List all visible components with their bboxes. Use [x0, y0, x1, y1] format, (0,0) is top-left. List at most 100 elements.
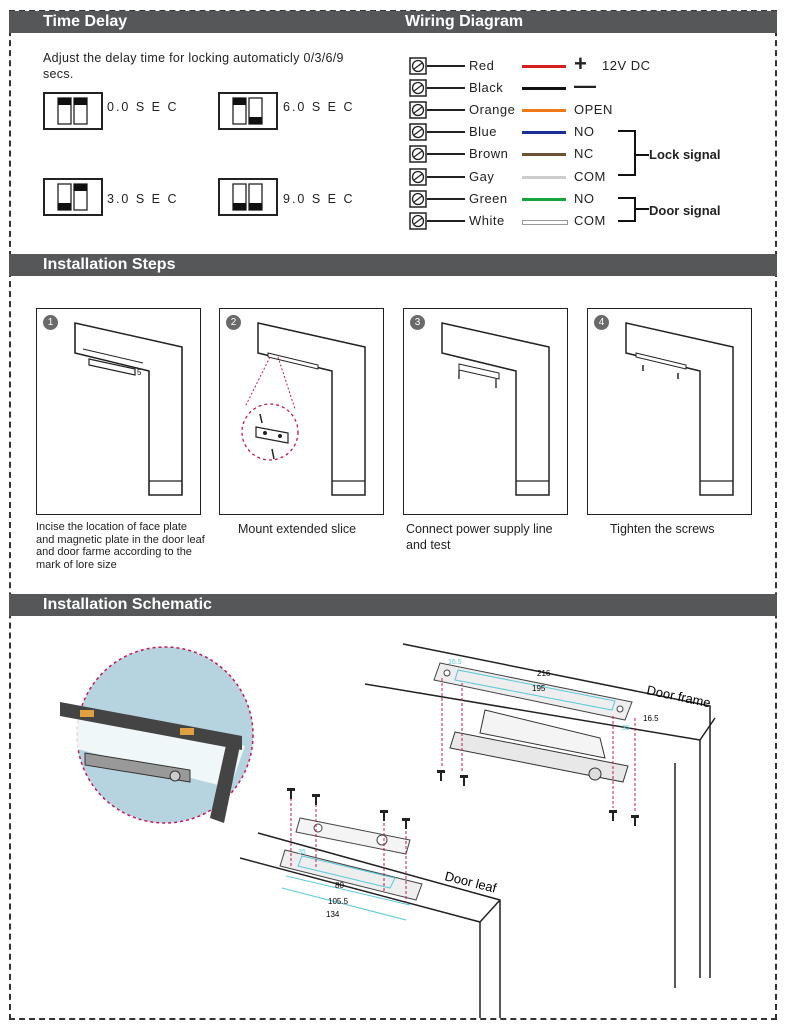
step-4-caption: Tighten the screws: [610, 522, 715, 536]
wire-color-swatch: [522, 153, 566, 156]
terminal-screw-icon: [409, 79, 427, 102]
setting-label-0sec: 0.0 S E C: [107, 100, 179, 114]
terminal-connector: [427, 220, 465, 222]
step-1-caption: Incise the location of face plate and ma…: [36, 521, 205, 571]
step-1-panel: 1 5: [36, 308, 201, 515]
terminal-screw-icon: [409, 123, 427, 146]
installation-steps-header: Installation Steps: [43, 256, 176, 273]
dip-switch-3sec: [43, 178, 103, 221]
door-frame-illustration: [625, 322, 734, 496]
top-header-bar: Time Delay Wiring Diagram: [9, 11, 777, 33]
signal-label: 12V DC: [602, 58, 651, 73]
svg-text:134: 134: [326, 910, 340, 919]
svg-text:195: 195: [532, 684, 546, 693]
dip-switch-icon: [218, 92, 278, 130]
wire-color-swatch: [522, 198, 566, 201]
time-delay-header: Time Delay: [43, 13, 128, 30]
leaf-screw-guides: [290, 798, 407, 903]
setting-label-9sec: 9.0 S E C: [283, 192, 355, 206]
terminal-connector: [427, 109, 465, 111]
signal-label: OPEN: [574, 102, 613, 117]
installation-schematic-bar: Installation Schematic: [9, 594, 777, 616]
lock-body: [449, 709, 629, 783]
terminal-screw-icon: [409, 190, 427, 213]
wire-color-swatch: [522, 131, 566, 134]
door-frame-illustration: [441, 322, 550, 496]
signal-label: COM: [574, 213, 606, 228]
signal-label: COM: [574, 169, 606, 184]
svg-text:80: 80: [335, 881, 344, 890]
wire-name-label: Red: [469, 58, 495, 73]
svg-text:35: 35: [622, 725, 630, 732]
svg-text:5: 5: [137, 368, 142, 377]
dip-switch-icon: [43, 178, 103, 216]
minus-icon: —: [574, 73, 596, 98]
terminal-screw-icon: [409, 101, 427, 124]
signal-brackets: [618, 130, 649, 222]
leaf-plate: [279, 817, 423, 921]
wire-name-label: Black: [469, 80, 504, 95]
setting-label-6sec: 6.0 S E C: [283, 100, 355, 114]
wire-color-swatch: [522, 176, 566, 179]
wire-name-label: Green: [469, 191, 508, 206]
lock-signal-label: Lock signal: [649, 147, 721, 162]
frame-screw-guides: [441, 678, 636, 813]
svg-text:16.5: 16.5: [448, 659, 462, 666]
svg-text:105.5: 105.5: [328, 897, 349, 906]
terminal-connector: [427, 176, 465, 178]
step-number: 4: [594, 315, 609, 330]
step-number: 2: [226, 315, 241, 330]
wire-name-label: White: [469, 213, 505, 228]
door-leaf-drawing: [239, 832, 501, 1018]
installation-schematic-drawing: Door frame 16.5 216 195 16.5 35 Door lea…: [50, 643, 716, 1018]
installation-steps-bar: Installation Steps: [9, 254, 777, 276]
wire-name-label: Gay: [469, 169, 495, 184]
installation-schematic-header: Installation Schematic: [43, 596, 212, 613]
door-frame-illustration: 5: [74, 322, 183, 496]
signal-label: NO: [574, 124, 595, 139]
step-2-panel: 2: [219, 308, 384, 515]
step-number: 1: [43, 315, 58, 330]
terminal-screw-icon: [409, 57, 427, 80]
step-2-caption: Mount extended slice: [238, 522, 357, 536]
terminal-connector: [427, 65, 465, 67]
zoom-detail-bubble: [50, 646, 254, 824]
wire-name-label: Orange: [469, 102, 516, 117]
signal-label: NC: [574, 146, 594, 161]
setting-label-3sec: 3.0 S E C: [107, 192, 179, 206]
step-3-caption: Connect power supply line and test: [406, 522, 553, 552]
svg-text:216: 216: [537, 669, 551, 678]
dip-switch-6sec: [218, 92, 278, 135]
dip-switch-icon: [218, 178, 278, 216]
terminal-screw-icon: [409, 168, 427, 191]
dip-switch-icon: [43, 92, 103, 130]
wiring-diagram-header: Wiring Diagram: [405, 13, 524, 30]
screw-icons: [287, 788, 410, 829]
wire-color-swatch: [522, 87, 566, 90]
wire-color-swatch: [522, 220, 568, 225]
step-4-panel: 4: [587, 308, 752, 515]
door-frame-drawing: [364, 643, 716, 988]
plus-icon: +: [574, 51, 587, 76]
terminal-screw-icon: [409, 145, 427, 168]
wire-name-label: Blue: [469, 124, 498, 139]
wire-color-swatch: [522, 109, 566, 112]
signal-label: NO: [574, 191, 595, 206]
frame-plate: [433, 662, 633, 721]
wire-color-swatch: [522, 65, 566, 68]
screw-icons: [437, 770, 639, 826]
dip-switch-0sec: [43, 92, 103, 135]
svg-text:16.5: 16.5: [643, 714, 659, 723]
door-signal-label: Door signal: [649, 203, 721, 218]
terminal-connector: [427, 153, 465, 155]
terminal-connector: [427, 131, 465, 133]
step-3-panel: 3: [403, 308, 568, 515]
dip-switch-9sec: [218, 178, 278, 221]
svg-text:35: 35: [298, 849, 306, 856]
time-delay-description: Adjust the delay time for locking automa…: [43, 51, 344, 81]
terminal-connector: [427, 198, 465, 200]
terminal-screw-icon: [409, 212, 427, 235]
step-number: 3: [410, 315, 425, 330]
door-frame-illustration: [241, 322, 366, 496]
wire-name-label: Brown: [469, 146, 509, 161]
